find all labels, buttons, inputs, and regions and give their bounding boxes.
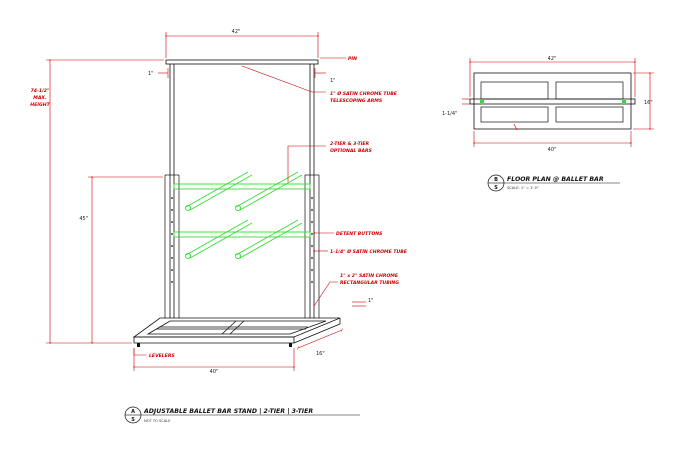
plan-post-left — [480, 100, 484, 103]
plan-scale: SCALE: 1" = 1'-0" — [507, 186, 539, 190]
front-dimensions — [46, 32, 366, 371]
plan-bottom-width-label: 40" — [548, 147, 557, 153]
plan-left-dim-label: 1-1/4" — [442, 111, 457, 117]
left-offset-label: 1" — [148, 71, 153, 77]
main-scale: NOT TO SCALE — [144, 419, 171, 423]
max-height-label-2: MAX. — [33, 95, 47, 101]
tube-note-2: TELESCOPING ARMS — [330, 98, 383, 104]
levelers — [137, 343, 292, 347]
chrome-tube-note: 1-1/4" Ø SATIN CHROME TUBE — [330, 248, 408, 255]
bars-note-2: OPTIONAL BARS — [330, 148, 373, 154]
plan-bubble-bottom: S — [494, 185, 498, 191]
main-title-block: A S ADJUSTABLE BALLET BAR STAND | 2-TIER… — [124, 406, 360, 424]
main-bubble-top: A — [131, 409, 135, 415]
front-view — [132, 59, 341, 347]
right-small-label: 1" — [368, 298, 373, 304]
tube-note-1: 1" Ø SATIN CHROME TUBE — [330, 90, 398, 97]
ballet-bars — [173, 171, 311, 260]
plan-dimensions — [462, 58, 654, 147]
left-post — [164, 64, 180, 318]
max-height-label-3: HEIGHT — [30, 102, 50, 108]
plan-title: FLOOR PLAN @ BALLET BAR — [507, 175, 604, 183]
detent-note: DETENT BUTTONS — [336, 231, 383, 237]
top-width-label: 42" — [232, 29, 241, 35]
detent-holes — [171, 197, 313, 283]
main-title: ADJUSTABLE BALLET BAR STAND | 2-TIER | 3… — [143, 408, 313, 416]
plan-post-right — [622, 100, 626, 103]
base-height-label: 45" — [79, 216, 88, 222]
plan-bubble-top: B — [494, 177, 498, 183]
levelers-label: LEVELERS — [149, 353, 175, 359]
leader-lines — [133, 57, 346, 356]
base-frame — [132, 317, 341, 344]
right-offset-label: 1" — [330, 78, 335, 84]
top-rail — [165, 59, 319, 65]
bars-note-1: 2-TIER & 3-TIER — [330, 141, 370, 147]
plan-top-rail — [469, 98, 636, 105]
plan-outer-frame — [473, 72, 632, 130]
rect-tube-note-1: 1" x 2" SATIN CHROME — [340, 273, 399, 279]
max-height-label: 74-1/2" — [31, 88, 50, 94]
rect-tube-note-2: RECTANGULAR TUBING — [340, 280, 399, 286]
right-post — [304, 64, 320, 318]
base-depth-label: 16" — [316, 351, 325, 357]
plan-top-width-label: 42" — [548, 56, 557, 62]
pin-label: PIN — [348, 56, 357, 62]
plan-title-block: B S FLOOR PLAN @ BALLET BAR SCALE: 1" = … — [487, 174, 620, 192]
plan-view — [469, 72, 636, 130]
plan-depth-label: 16" — [644, 100, 653, 106]
main-bubble-bottom: S — [131, 417, 135, 423]
base-width-label: 40" — [210, 369, 219, 375]
